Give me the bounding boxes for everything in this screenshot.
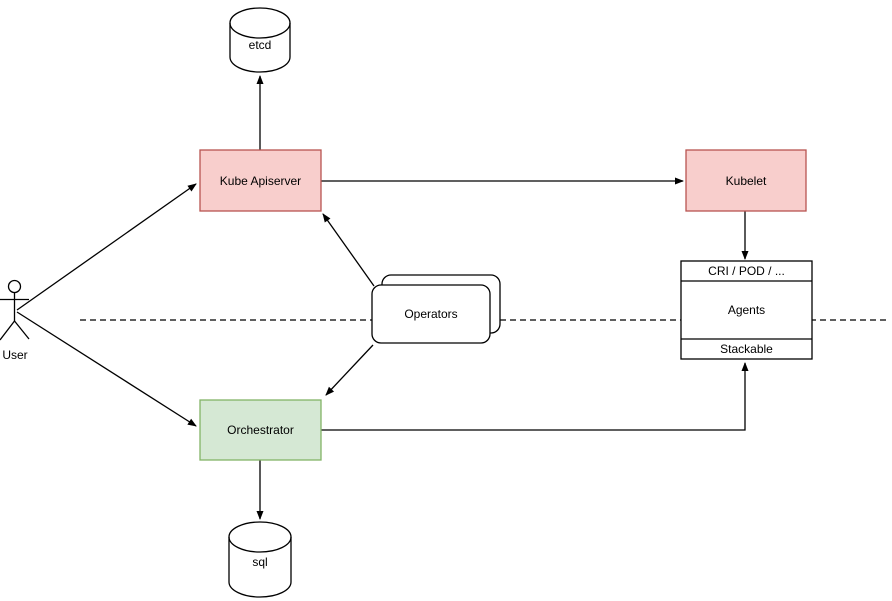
user-label: User — [2, 348, 27, 362]
stackable-label: Stackable — [720, 342, 773, 356]
orchestrator-label: Orchestrator — [227, 423, 294, 437]
user-actor-head — [7, 279, 22, 294]
orchestrator-box — [199, 399, 322, 461]
kubelet-box — [685, 149, 807, 212]
node-agents-stack: CRI / POD / ... Agents Stackable — [680, 260, 813, 360]
etcd-label: etcd — [249, 38, 272, 52]
user-actor-legs — [0, 320, 30, 341]
edge-operators-to-orchestrator — [325, 344, 374, 396]
edge-user-to-orchestrator — [16, 311, 197, 427]
node-etcd: etcd — [229, 7, 291, 73]
sql-cylinder-body — [228, 521, 292, 598]
edge-orchestrator-to-stackable — [321, 362, 749, 431]
node-kube-apiserver: Kube Apiserver — [199, 149, 322, 212]
node-kubelet: Kubelet — [685, 149, 807, 212]
agents-label: Agents — [728, 303, 765, 317]
edge-operators-to-kube-apiserver — [322, 213, 375, 287]
kube-apiserver-box — [199, 149, 322, 212]
agents-stack-box — [680, 260, 813, 360]
kubelet-label: Kubelet — [726, 174, 767, 188]
sql-label: sql — [252, 555, 267, 569]
etcd-cylinder-body — [229, 7, 291, 73]
etcd-cylinder-top-arc — [229, 22, 291, 39]
node-user: User — [0, 279, 30, 362]
sql-cylinder-top-arc — [228, 536, 292, 553]
operators-front-box — [371, 284, 491, 344]
edge-user-to-kube-apiserver — [16, 183, 197, 311]
cri-pod-label: CRI / POD / ... — [708, 264, 785, 278]
node-sql: sql — [228, 521, 292, 598]
kube-apiserver-label: Kube Apiserver — [220, 174, 301, 188]
edges — [16, 75, 749, 520]
node-operators: Operators — [371, 274, 501, 344]
node-orchestrator: Orchestrator — [199, 399, 322, 461]
operators-label: Operators — [404, 307, 457, 321]
